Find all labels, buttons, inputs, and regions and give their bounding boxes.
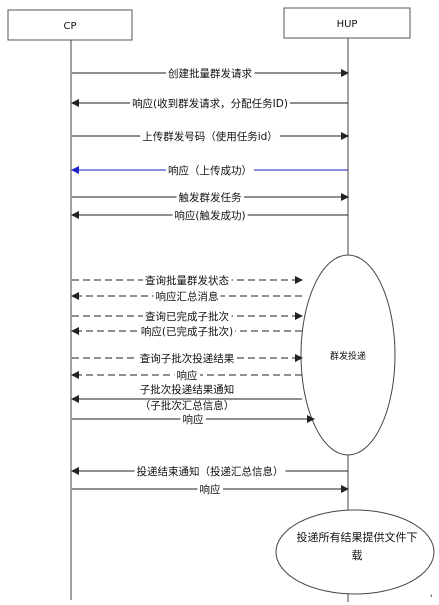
message-m2: 响应(收到群发请求，分配任务ID) xyxy=(71,97,348,110)
message-m13-label-line2: （子批次汇总信息） xyxy=(140,399,235,412)
message-m11: 查询子批次投递结果 xyxy=(72,352,303,365)
participant-hup-box xyxy=(283,7,411,39)
message-m11-label: 查询子批次投递结果 xyxy=(140,352,235,365)
corner-mark: ' xyxy=(430,594,432,604)
participant-cp: CP xyxy=(7,9,133,41)
message-m14: 响应 xyxy=(72,413,315,426)
message-m3-label-bg xyxy=(140,130,280,143)
activity-download-label-line2: 载 xyxy=(352,549,363,562)
message-m4-label: 响应（上传成功） xyxy=(168,164,252,177)
activity-download-ellipse xyxy=(275,509,435,595)
message-m11-label-bg xyxy=(137,352,237,365)
message-m4: 响应（上传成功） xyxy=(71,164,348,177)
message-m1-label-bg xyxy=(166,67,255,80)
message-m6-label: 响应(触发成功) xyxy=(174,209,245,222)
message-m1-label: 创建批量群发请求 xyxy=(168,67,252,80)
message-m8-label-bg xyxy=(153,290,221,303)
participant-hup: HUP xyxy=(283,7,411,39)
message-m13: 子批次投递结果通知 （子批次汇总信息） xyxy=(71,383,302,412)
message-m14-label-bg xyxy=(180,413,206,426)
message-m12-label-bg xyxy=(174,369,200,382)
message-m2-label-bg xyxy=(130,97,290,110)
activity-delivery-label: 群发投递 xyxy=(330,350,366,362)
participant-hup-label: HUP xyxy=(337,19,358,30)
message-m6: 响应(触发成功) xyxy=(71,209,348,222)
message-m5-label-bg xyxy=(176,191,244,204)
message-m15: 投递结束通知（投递汇总信息） xyxy=(71,465,348,478)
message-m7: 查询批量群发状态 xyxy=(72,274,303,287)
message-m3: 上传群发号码（使用任务id） xyxy=(72,130,349,143)
message-m9-label: 查询已完成子批次 xyxy=(145,310,229,323)
activity-download-label-line1: 投递所有结果提供文件下 xyxy=(297,530,418,544)
activity-delivery: 群发投递 xyxy=(300,254,396,456)
message-m8: 响应汇总消息 xyxy=(71,290,302,303)
message-m14-label: 响应 xyxy=(183,413,204,426)
activity-download: 投递所有结果提供文件下 载 xyxy=(275,509,435,595)
message-m7-label: 查询批量群发状态 xyxy=(145,274,229,287)
message-m1: 创建批量群发请求 xyxy=(72,67,349,80)
participant-cp-box xyxy=(7,9,133,41)
message-m5-label: 触发群发任务 xyxy=(179,191,242,204)
message-m16: 响应 xyxy=(72,483,349,496)
message-m10: 响应(已完成子批次) xyxy=(71,325,302,338)
message-m2-label: 响应(收到群发请求，分配任务ID) xyxy=(132,97,288,110)
message-m6-label-bg xyxy=(172,209,248,222)
message-m5: 触发群发任务 xyxy=(72,191,349,204)
message-m9: 查询已完成子批次 xyxy=(72,310,303,323)
message-m9-label-bg xyxy=(143,310,232,323)
message-m16-label: 响应 xyxy=(200,483,221,496)
message-m13-label: 子批次投递结果通知 xyxy=(140,383,235,396)
message-m12-label: 响应 xyxy=(177,369,198,382)
message-m16-label-bg xyxy=(197,483,223,496)
message-m3-label: 上传群发号码（使用任务id） xyxy=(142,130,278,143)
message-m10-label-bg xyxy=(138,325,236,338)
message-m15-label: 投递结束通知（投递汇总信息） xyxy=(137,465,284,478)
message-m15-label-bg xyxy=(134,465,286,478)
participant-cp-label: CP xyxy=(63,21,76,32)
message-m7-label-bg xyxy=(143,274,232,287)
message-m4-label-bg xyxy=(166,164,254,177)
message-m12: 响应 xyxy=(71,369,302,382)
message-m8-label: 响应汇总消息 xyxy=(156,290,219,303)
message-m10-label: 响应(已完成子批次) xyxy=(141,325,233,338)
